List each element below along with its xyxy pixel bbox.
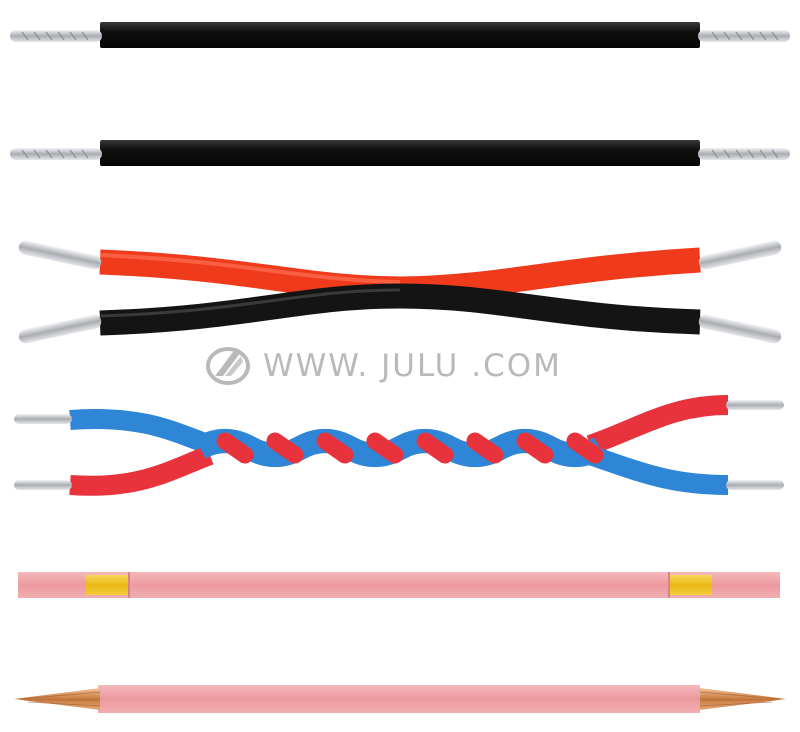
red-black-wire-pair — [18, 240, 782, 344]
pink-wire-yellow-bands — [18, 572, 780, 598]
julu-logo-icon — [206, 347, 250, 385]
black-wire-1 — [10, 22, 790, 48]
watermark: WWW. JULU .COM — [205, 344, 562, 388]
watermark-text: WWW. JULU .COM — [263, 348, 562, 384]
twisted-red-blue-pair — [14, 395, 784, 496]
pink-wire-copper-ends — [14, 685, 786, 713]
black-wire-2 — [10, 140, 790, 166]
